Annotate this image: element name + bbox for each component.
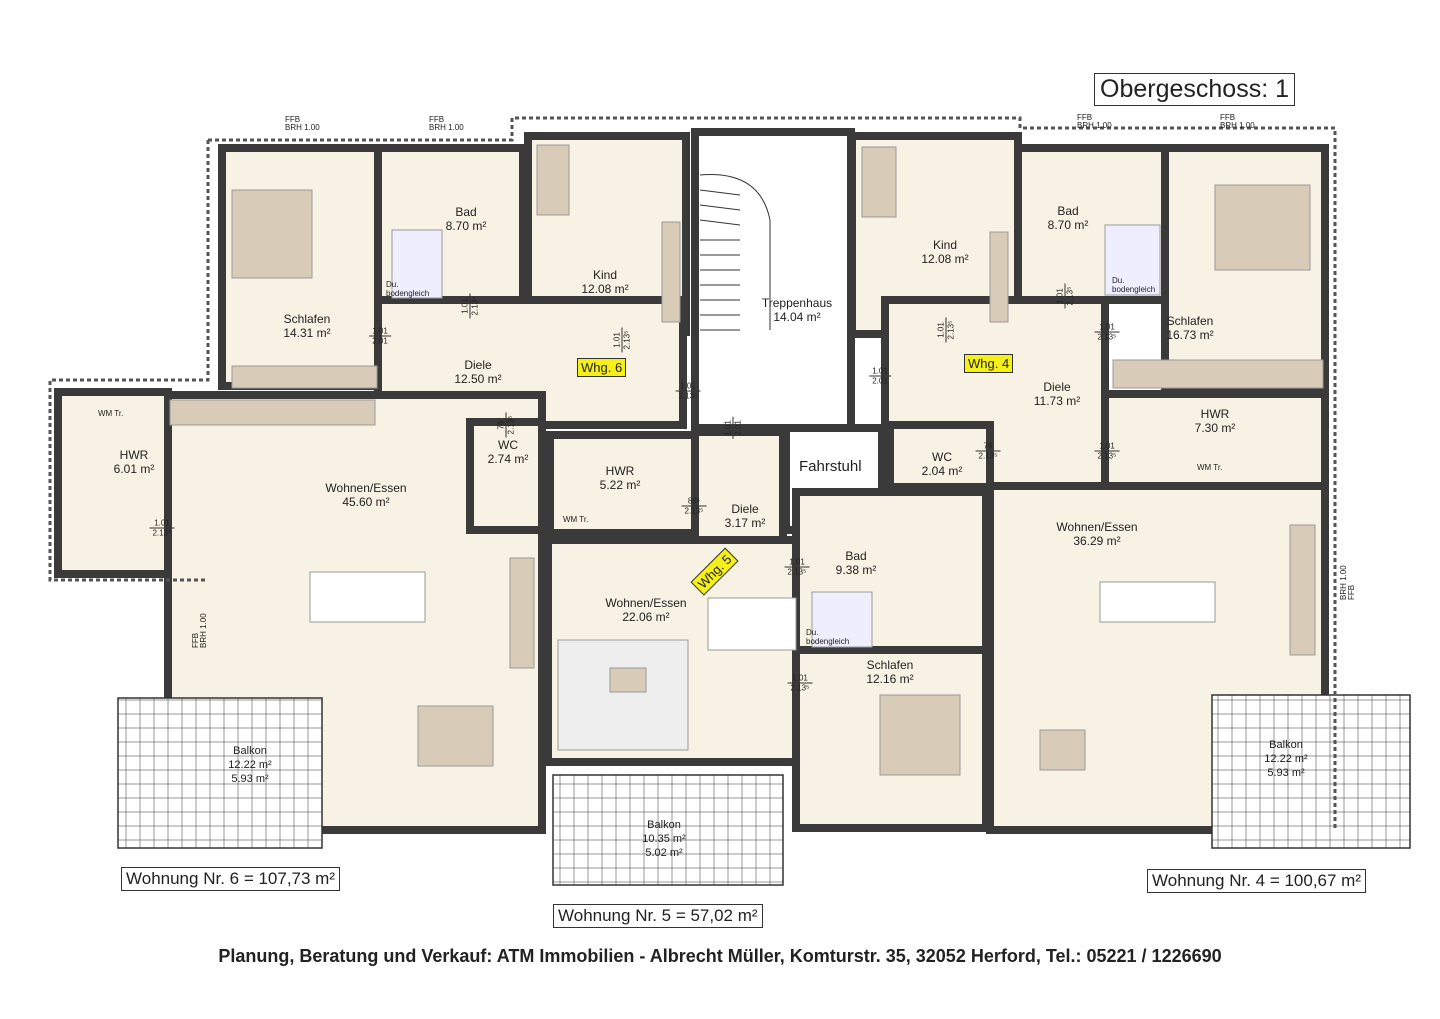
floor-title: Obergeschoss: 1 <box>1094 73 1295 106</box>
room-hwr-5 <box>546 431 699 537</box>
washer-label: WM Tr. <box>563 515 589 524</box>
apartment-tag-4: Whg. 4 <box>964 354 1014 373</box>
room-treppenhaus <box>691 128 855 432</box>
room-wc-6 <box>466 418 546 534</box>
shower-label: Du.bodengleich <box>386 280 430 298</box>
washer-label: WM Tr. <box>1197 463 1223 472</box>
apartment-total-4: Wohnung Nr. 4 = 100,67 m² <box>1147 869 1367 893</box>
furniture <box>169 144 1324 776</box>
room-diele-5 <box>691 428 787 546</box>
shower-label: Du.bodengleich <box>1112 276 1156 294</box>
balkon-5 <box>552 774 784 886</box>
washer-label: WM Tr. <box>98 409 124 418</box>
apartment-tag-6: Whg. 6 <box>577 358 627 377</box>
room-hwr-4 <box>1101 390 1329 490</box>
room-hwr-6 <box>54 388 172 578</box>
footer-contact: Planung, Beratung und Verkauf: ATM Immob… <box>218 946 1222 966</box>
apartment-total-6: Wohnung Nr. 6 = 107,73 m² <box>121 867 341 891</box>
shower-label: Du.bodengleich <box>806 628 850 646</box>
balkon-6 <box>117 697 323 849</box>
apartment-total-5: Wohnung Nr. 5 = 57,02 m² <box>553 904 763 928</box>
facade <box>208 116 1337 828</box>
balkon-4 <box>1211 694 1411 849</box>
stair-steps <box>699 189 741 316</box>
room-wc-4 <box>886 421 994 491</box>
elevator-label: Fahrstuhl <box>799 458 862 475</box>
